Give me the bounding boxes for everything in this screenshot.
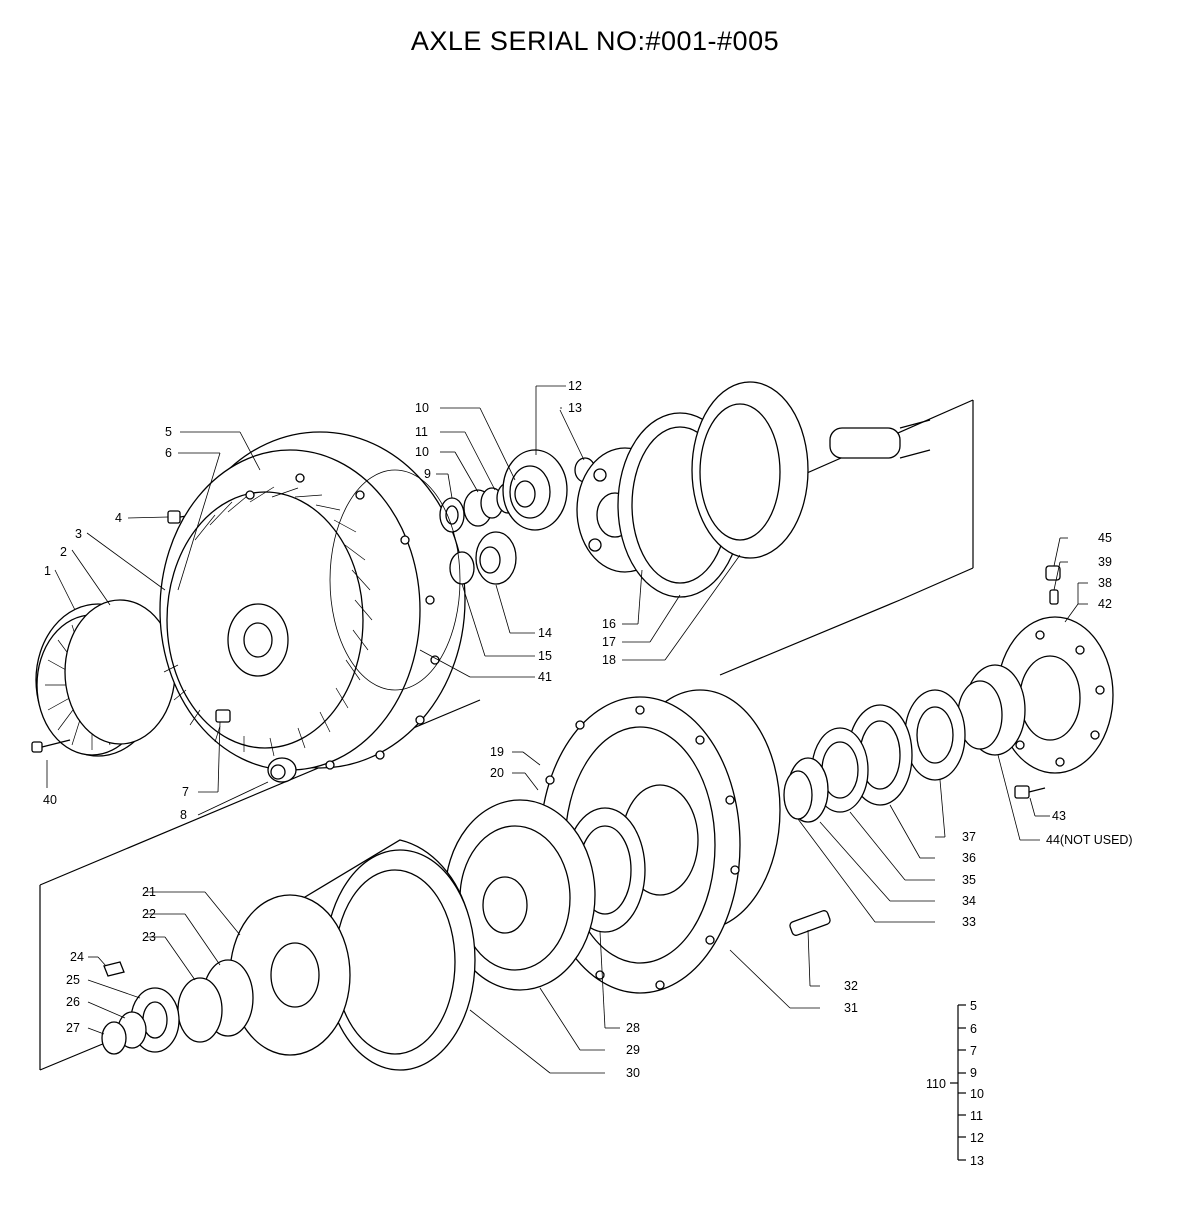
- callout-25: 25: [66, 973, 80, 987]
- callout-44: 44(NOT USED): [1046, 833, 1133, 847]
- callout-13: 13: [568, 401, 582, 415]
- part-21-adapter: [229, 894, 351, 1056]
- part-15-snap-ring: [449, 551, 475, 585]
- callout-29: 29: [626, 1043, 640, 1057]
- part-30-brake-drum: [299, 839, 476, 1071]
- kit-110-bracket: 110 5 6 7 9 10 11 12 13: [926, 999, 984, 1168]
- callout-14: 14: [538, 626, 552, 640]
- part-37-lock-plate: [904, 689, 966, 781]
- callout-33: 33: [962, 915, 976, 929]
- callout-21: 21: [142, 885, 156, 899]
- callout-6: 6: [165, 446, 172, 460]
- callout-8: 8: [180, 808, 187, 822]
- part-32-stud: [789, 910, 831, 936]
- part-27-washer: [101, 1021, 127, 1055]
- kit-item-7: 7: [970, 1044, 977, 1058]
- callout-17: 17: [602, 635, 616, 649]
- callout-27: 27: [66, 1021, 80, 1035]
- callout-15: 15: [538, 649, 552, 663]
- callout-38: 38: [1098, 576, 1112, 590]
- part-23-ring: [177, 977, 223, 1043]
- callout-40: 40: [43, 793, 57, 807]
- callout-22: 22: [142, 907, 156, 921]
- callout-20: 20: [490, 766, 504, 780]
- callout-31: 31: [844, 1001, 858, 1015]
- kit-item-5: 5: [970, 999, 977, 1013]
- part-24-key: [103, 961, 125, 977]
- callout-1: 1: [44, 564, 51, 578]
- callout-7: 7: [182, 785, 189, 799]
- callout-12: 12: [568, 379, 582, 393]
- part-8-plug: [267, 757, 297, 783]
- callout-41: 41: [538, 670, 552, 684]
- part-18-ring-gear-hub: [691, 381, 809, 559]
- part-39-nipple: [1049, 589, 1059, 605]
- part-44-spindle: [957, 664, 1026, 756]
- callout-18: 18: [602, 653, 616, 667]
- callout-26: 26: [66, 995, 80, 1009]
- kit-item-12: 12: [970, 1131, 984, 1145]
- kit-item-6: 6: [970, 1022, 977, 1036]
- callout-10b: 10: [415, 445, 429, 459]
- part-33-ring: [783, 770, 813, 820]
- part-29-brake-gear: [444, 799, 596, 991]
- callout-10a: 10: [415, 401, 429, 415]
- kit-label: 110: [926, 1077, 946, 1091]
- callout-37: 37: [962, 830, 976, 844]
- kit-item-10: 10: [970, 1087, 984, 1101]
- callout-35: 35: [962, 873, 976, 887]
- callout-34: 34: [962, 894, 976, 908]
- callout-28: 28: [626, 1021, 640, 1035]
- kit-item-11: 11: [970, 1109, 983, 1123]
- callout-4: 4: [115, 511, 122, 525]
- callout-9: 9: [424, 467, 431, 481]
- callout-19: 19: [490, 745, 504, 759]
- part-41-housing-edge: [329, 469, 461, 691]
- callout-45: 45: [1098, 531, 1112, 545]
- callout-43: 43: [1052, 809, 1066, 823]
- callout-24: 24: [70, 950, 84, 964]
- callout-2: 2: [60, 545, 67, 559]
- callout-32: 32: [844, 979, 858, 993]
- part-5-hub-housing: [159, 431, 466, 771]
- callout-36: 36: [962, 851, 976, 865]
- part-43-bolt: [1014, 785, 1046, 799]
- kit-item-9: 9: [970, 1066, 977, 1080]
- callout-16: 16: [602, 617, 616, 631]
- part-40-bolt: [31, 739, 71, 753]
- leader-lines: [46, 385, 1088, 1074]
- part-2-gasket: [64, 599, 176, 745]
- callout-23: 23: [142, 930, 156, 944]
- callout-3: 3: [75, 527, 82, 541]
- callout-11: 11: [415, 425, 428, 439]
- part-14-sun-gear: [475, 531, 517, 585]
- callout-5: 5: [165, 425, 172, 439]
- callout-30: 30: [626, 1066, 640, 1080]
- callout-42: 42: [1098, 597, 1112, 611]
- callout-39: 39: [1098, 555, 1112, 569]
- axle-shaft: [829, 419, 931, 459]
- callout-labels: 1 2 3 4 5 6 7 8 9 10 11 10 12 13 14 15 1…: [43, 379, 1133, 1080]
- kit-item-13: 13: [970, 1154, 984, 1168]
- part-7-plug: [215, 709, 231, 723]
- diagram-title: AXLE SERIAL NO:#001-#005: [410, 26, 780, 56]
- part-12-planet-gear: [502, 449, 568, 531]
